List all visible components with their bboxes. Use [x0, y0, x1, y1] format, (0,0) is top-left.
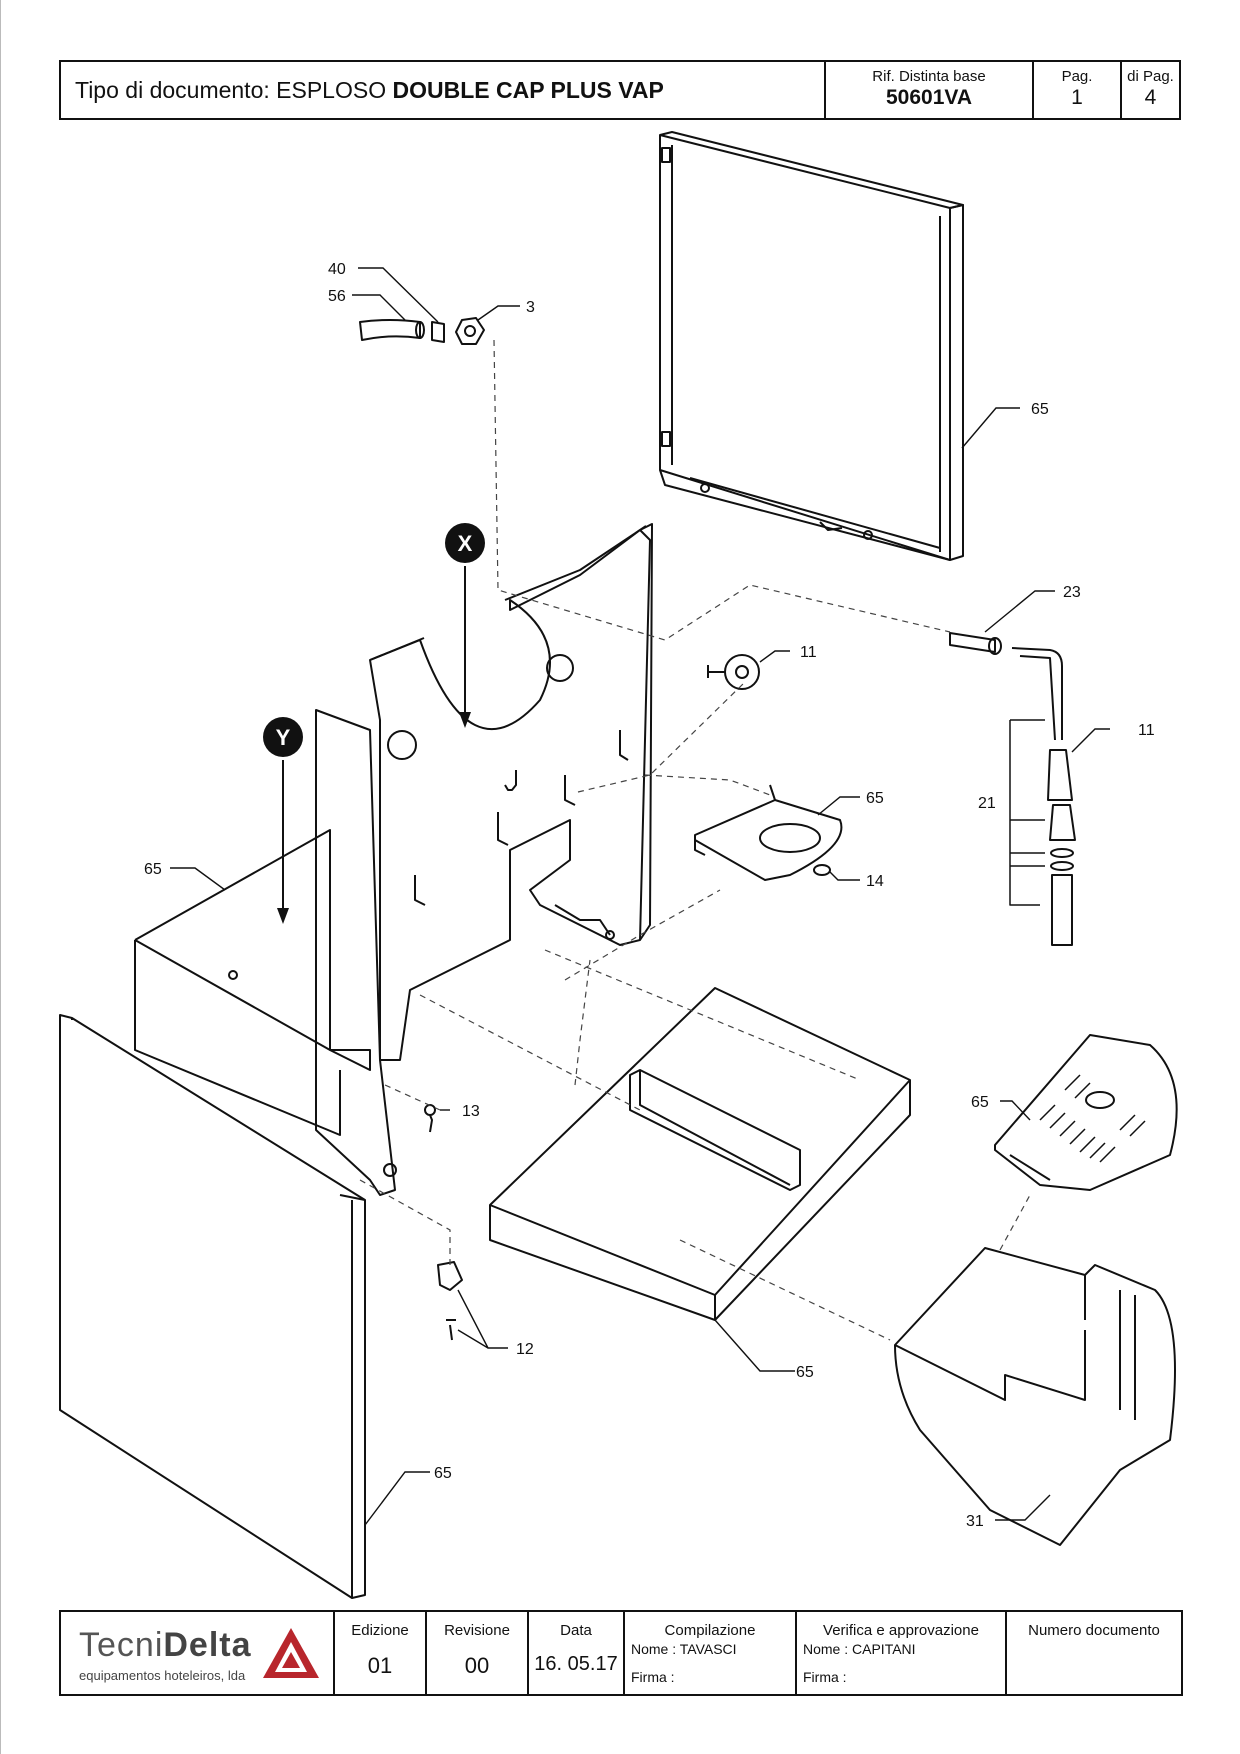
marker-y-label: Y — [276, 725, 291, 750]
callout-21: 21 — [978, 795, 996, 812]
callout-13: 13 — [462, 1103, 480, 1120]
header-box: Tipo di documento: ESPLOSO DOUBLE CAP PL… — [59, 60, 1181, 120]
compiled-name: Nome : TAVASCI — [631, 1641, 737, 1657]
callout-23: 23 — [1063, 584, 1081, 601]
internal-frame-part — [369, 523, 653, 1061]
marker-x-label: X — [458, 531, 473, 556]
callout-56: 56 — [328, 288, 346, 305]
date-label: Data — [560, 1622, 592, 1639]
verified-sign: Firma : — [803, 1669, 847, 1685]
verified-label: Verifica e approvazione — [823, 1622, 979, 1639]
drip-plate-part — [694, 784, 843, 881]
callout-3: 3 — [526, 299, 535, 316]
revision-cell: Revisione 00 — [425, 1612, 527, 1694]
edition-cell: Edizione 01 — [333, 1612, 425, 1694]
footer-box: TecniDelta equipamentos hoteleiros, lda … — [59, 1610, 1183, 1696]
doc-type-label: Tipo di documento: ESPLOSO — [75, 77, 387, 103]
callout-65-back-panel: 65 — [1031, 401, 1049, 418]
callout-40: 40 — [328, 261, 346, 278]
page-label: Pag. — [1061, 68, 1093, 85]
of-page-label: di Pag. — [1127, 68, 1174, 85]
callout-65-cup-grid: 65 — [971, 1094, 989, 1111]
doc-number-cell: Numero documento — [1005, 1612, 1181, 1694]
revision-label: Revisione — [444, 1622, 510, 1639]
callout-65-box: 65 — [144, 861, 162, 878]
lower-box-part — [134, 829, 371, 1136]
edition-value: 01 — [367, 1653, 393, 1678]
logo-bold: Delta — [163, 1626, 252, 1664]
switch-part — [707, 654, 760, 690]
leader-lines — [170, 267, 1110, 1526]
assembly-lines — [359, 339, 1031, 1341]
bom-value: 50601VA — [885, 86, 972, 109]
steam-nozzle-assembly-part — [1009, 719, 1076, 946]
drip-tray-part — [489, 987, 911, 1321]
page-edge — [0, 0, 1, 1754]
callout-65-drip-plate: 65 — [866, 790, 884, 807]
callout-14: 14 — [866, 873, 884, 890]
date-cell: Data 16. 05.17 — [527, 1612, 623, 1694]
callout-11-switch: 11 — [800, 644, 817, 661]
water-tank-part — [894, 1247, 1176, 1546]
steam-valve-part — [949, 632, 1073, 801]
edition-label: Edizione — [351, 1622, 409, 1639]
logo-subtitle: equipamentos hoteleiros, lda — [79, 1668, 246, 1683]
left-inner-panel-part — [315, 709, 397, 1196]
logo-main: Tecni — [79, 1626, 164, 1664]
compiled-sign: Firma : — [631, 1669, 675, 1685]
callout-65-drip-tray: 65 — [796, 1364, 814, 1381]
date-value: 16. 05.17 — [534, 1653, 618, 1675]
callout-65-side-panel: 65 — [434, 1465, 452, 1482]
document-title: Tipo di documento: ESPLOSO DOUBLE CAP PL… — [75, 77, 664, 104]
compiled-cell: Compilazione Nome : TAVASCI Firma : — [623, 1612, 795, 1694]
marker-y: Y — [263, 717, 303, 924]
page-cell: Pag. 1 — [1032, 62, 1120, 118]
verified-name: Nome : CAPITANI — [803, 1641, 916, 1657]
callout-31: 31 — [966, 1513, 984, 1530]
bom-label: Rif. Distinta base — [872, 68, 986, 85]
of-page-cell: di Pag. 4 — [1120, 62, 1179, 118]
cup-grid-part — [994, 1034, 1178, 1191]
doc-number-label: Numero documento — [1028, 1622, 1160, 1639]
back-panel-part — [659, 131, 964, 561]
callout-11-pipe: 11 — [1138, 722, 1155, 739]
page-value: 1 — [1071, 86, 1083, 109]
of-page-value: 4 — [1144, 86, 1157, 109]
side-panel-part — [59, 1014, 366, 1599]
bom-cell: Rif. Distinta base 50601VA — [824, 62, 1032, 118]
compiled-label: Compilazione — [664, 1622, 756, 1639]
logo: TecniDelta equipamentos hoteleiros, lda — [61, 1612, 333, 1694]
callout-12: 12 — [516, 1341, 534, 1358]
verified-cell: Verifica e approvazione Nome : CAPITANI … — [795, 1612, 1005, 1694]
revision-value: 00 — [464, 1653, 490, 1678]
logo-triangle-icon — [263, 1628, 319, 1678]
marker-x: X — [445, 523, 485, 728]
callout-labels: 40 56 3 65 23 11 11 21 65 14 65 13 65 12… — [144, 261, 1155, 1530]
screws-part — [424, 1104, 463, 1341]
hose-fittings-part — [359, 317, 485, 345]
product-name: DOUBLE CAP PLUS VAP — [392, 77, 664, 103]
